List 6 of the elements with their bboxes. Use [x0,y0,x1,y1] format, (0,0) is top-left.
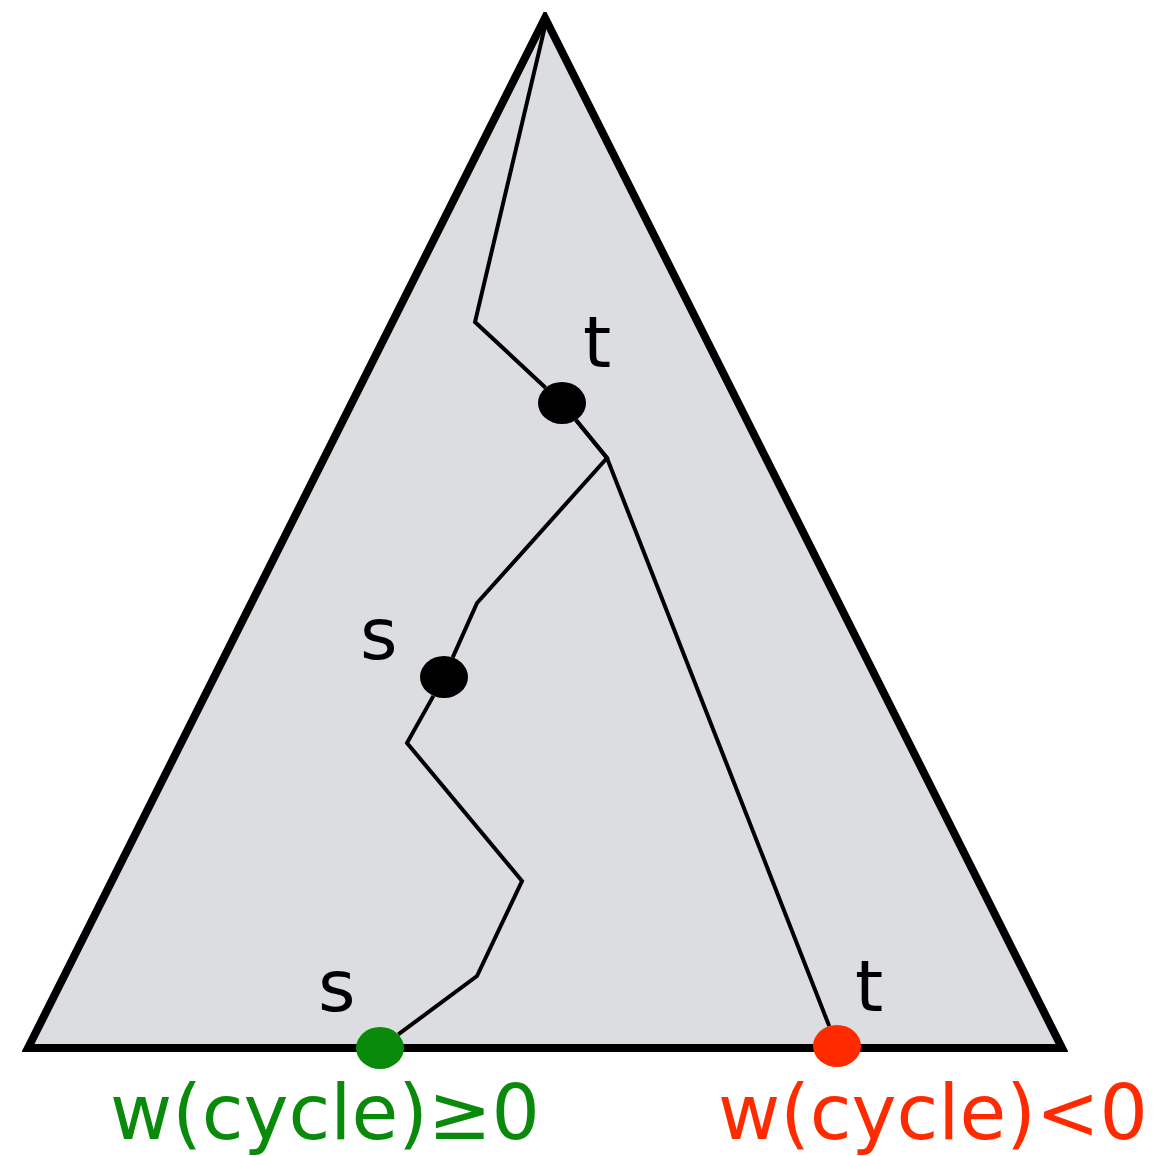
vertex-label: t [855,950,884,1022]
vertex-label: s [360,598,398,670]
vertex-label: t [583,306,612,378]
path-line [574,418,832,1027]
vertex-label: s [318,950,356,1022]
path-line [397,694,525,1037]
